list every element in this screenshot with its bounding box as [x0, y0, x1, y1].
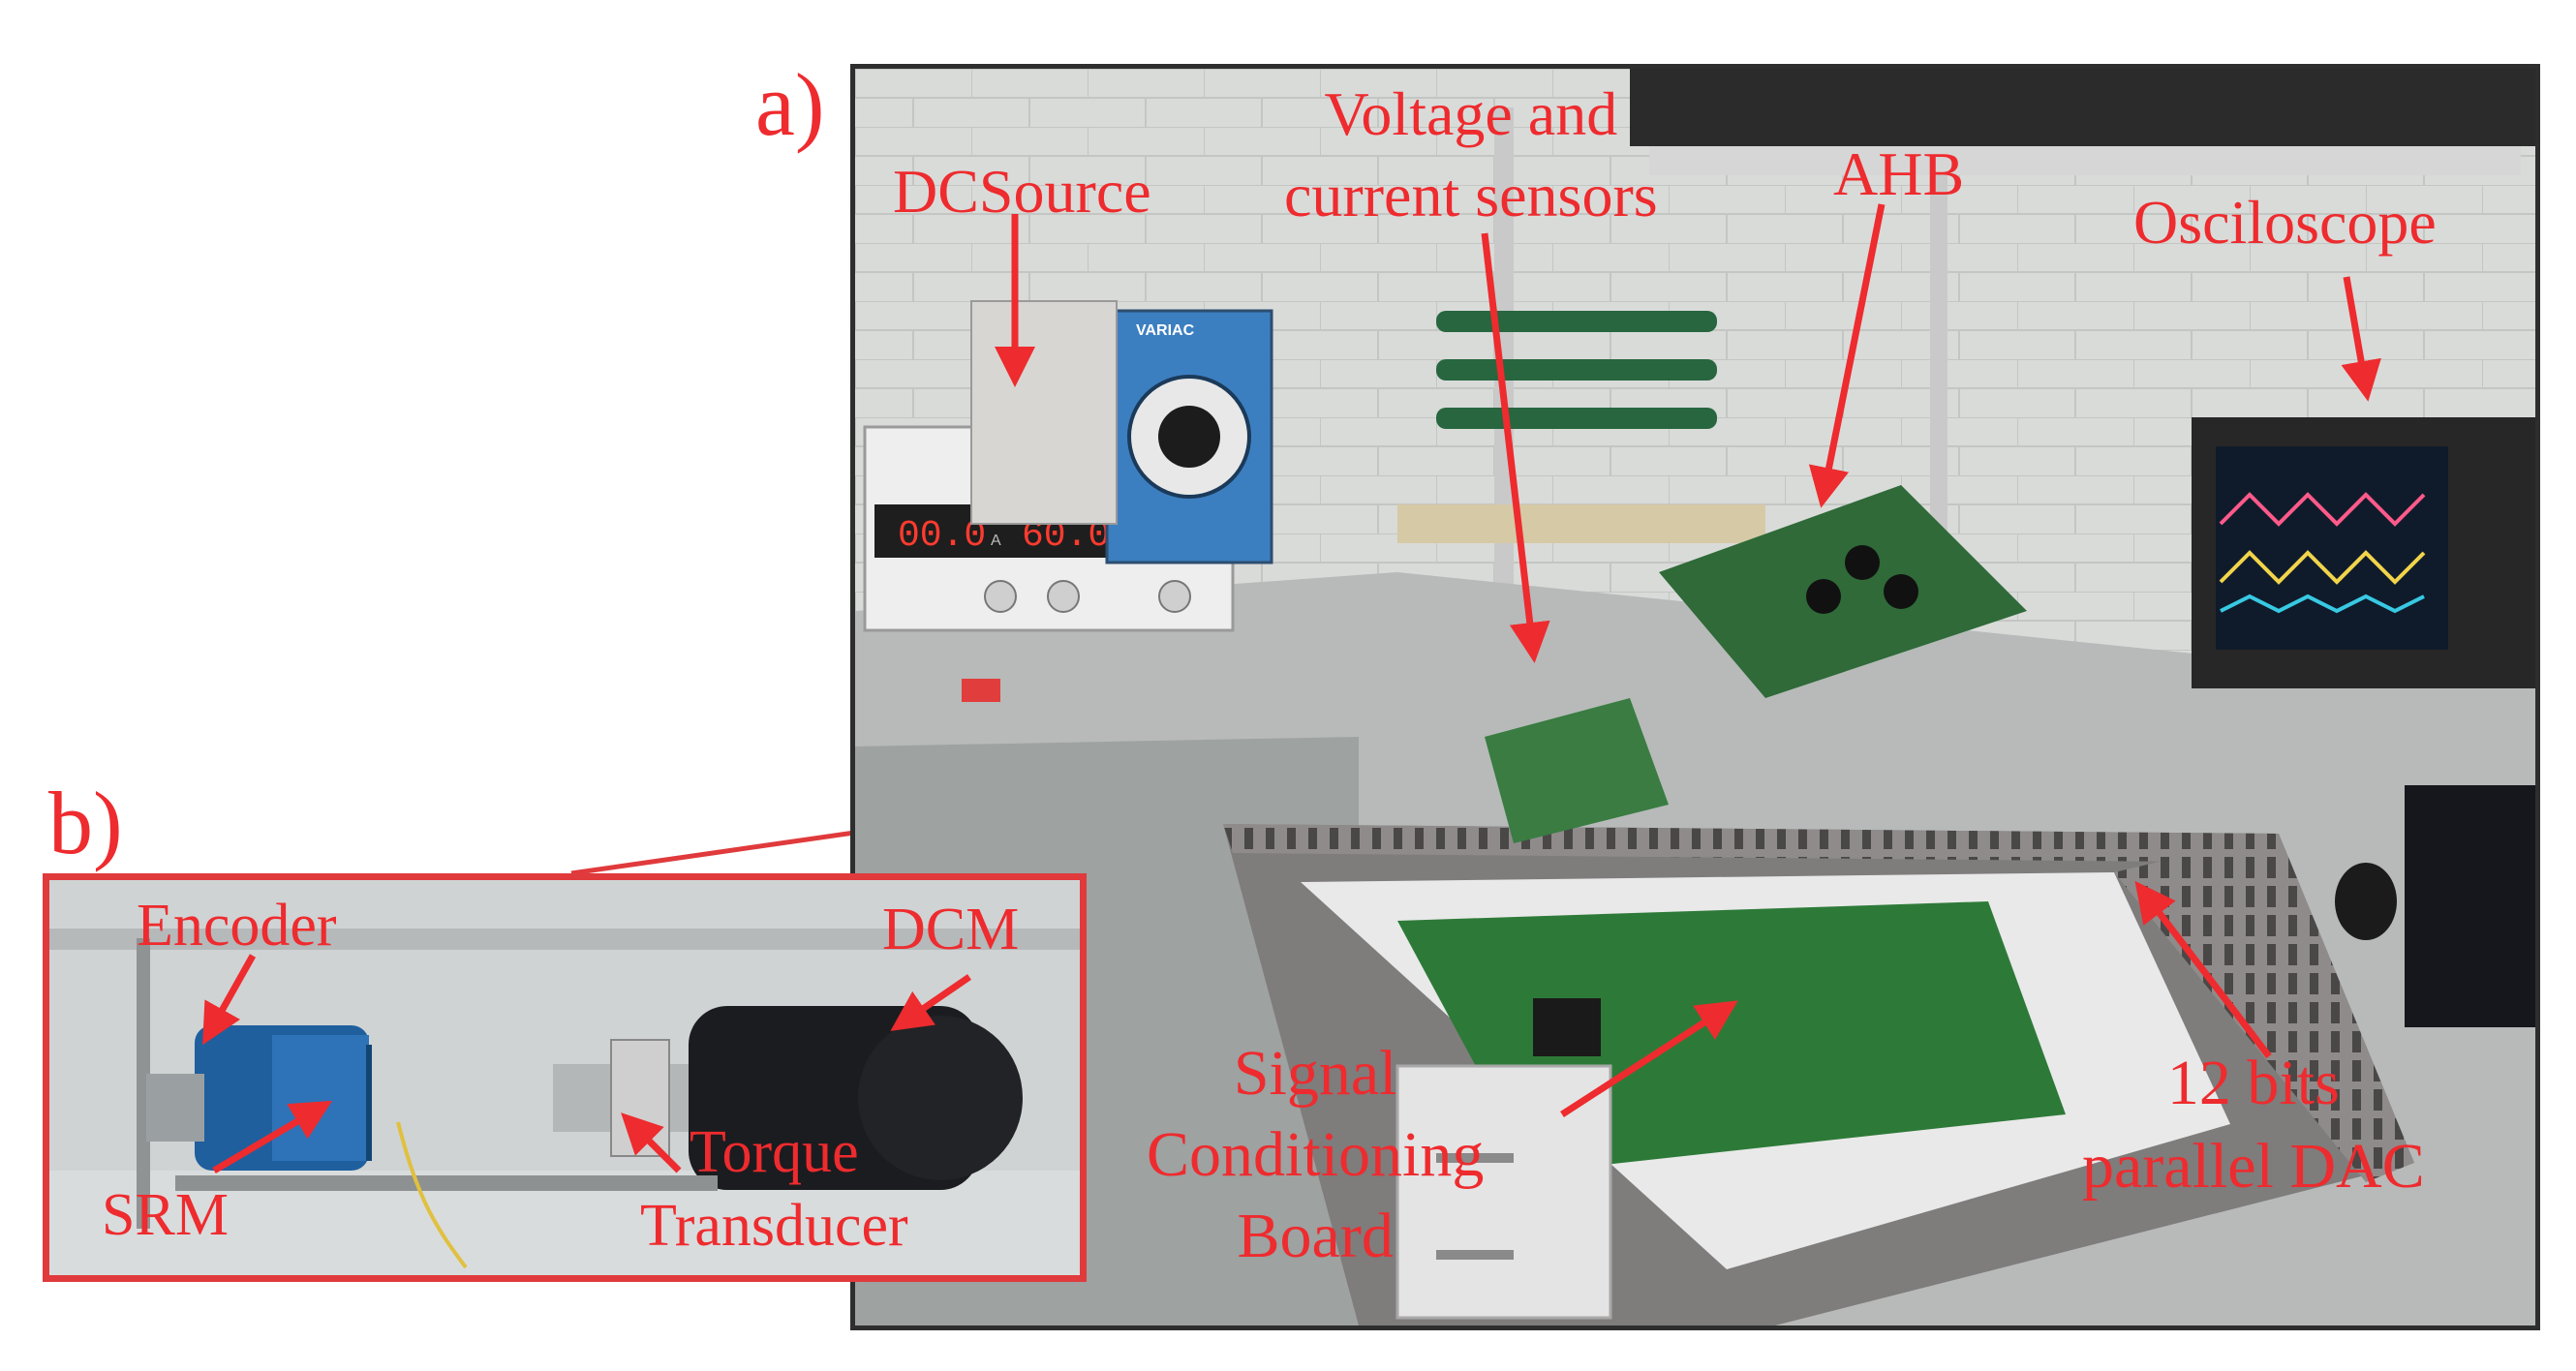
ahb-arrow: [1808, 203, 1886, 508]
label-sensors-line1: Voltage and: [1324, 79, 1618, 148]
oscilloscope-arrow: [2341, 276, 2381, 402]
label-encoder: Encoder: [137, 893, 337, 959]
label-dac-line1: 12 bits: [2166, 1048, 2340, 1118]
variac-brand-text: VARIAC: [1136, 322, 1195, 339]
sensors-arrow: [1481, 232, 1550, 663]
panel-a-photo: 00.0 A 60.0 V VARIAC: [850, 64, 2540, 1330]
label-torque-transducer: Torque Transducer: [640, 1122, 908, 1256]
panel-a-tag: a): [755, 55, 825, 154]
source-current-unit: A: [991, 533, 1001, 549]
signal-board-arrow: [1560, 1000, 1738, 1117]
encoder-arrow: [202, 954, 257, 1046]
label-parallel-dac: 12 bits parallel DAC: [2082, 1051, 2425, 1199]
panel-b-arrows: [202, 954, 971, 1174]
label-torque-line2: Transducer: [640, 1193, 908, 1259]
label-dac-line2: parallel DAC: [2082, 1131, 2425, 1202]
panel-b-tag: b): [48, 774, 123, 872]
panel-a-arrows: [995, 203, 2381, 1117]
motor-rig-illustration: [49, 880, 1080, 1275]
label-dcm: DCM: [882, 897, 1020, 962]
label-signal-line3: Board: [1237, 1201, 1394, 1271]
label-torque-line1: Torque: [689, 1119, 859, 1185]
bench-photo-illustration: 00.0 A 60.0 V VARIAC: [855, 69, 2535, 1325]
srm-arrow: [212, 1100, 333, 1174]
label-signal-conditioning-board: Signal Conditioning Board: [1147, 1042, 1484, 1268]
label-sensors-line2: current sensors: [1284, 161, 1658, 229]
dac-arrow: [2134, 880, 2272, 1059]
label-ahb: AHB: [1833, 139, 1965, 208]
label-dcsource: DCSource: [893, 157, 1151, 226]
torque-arrow: [621, 1112, 682, 1173]
dcm-arrow: [890, 974, 971, 1031]
label-signal-line1: Signal: [1233, 1038, 1397, 1109]
label-signal-line2: Conditioning: [1147, 1119, 1485, 1190]
panel-b-photo: Encoder DCM SRM Torque Transducer: [43, 873, 1087, 1282]
label-oscilloscope: Osciloscope: [2133, 188, 2437, 257]
label-voltage-current-sensors: Voltage and current sensors: [1284, 83, 1658, 227]
label-srm: SRM: [102, 1182, 229, 1248]
